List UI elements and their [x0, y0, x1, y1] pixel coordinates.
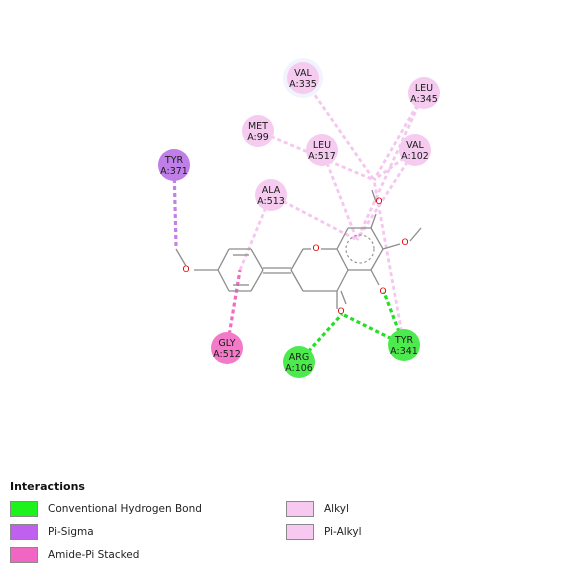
residue-number: A:106 [285, 363, 313, 374]
residue-number: A:371 [160, 166, 188, 177]
legend-swatch [10, 524, 38, 540]
residue-circle [399, 134, 431, 166]
interaction-line-alkyl [372, 92, 426, 181]
ligand-structure: O O O O O O [175, 189, 422, 317]
residue-name: ARG [289, 352, 309, 363]
oxygen-atom-label: O [379, 287, 386, 297]
residue-name: LEU [313, 140, 331, 151]
legend-swatch [10, 501, 38, 517]
residue-circle [255, 179, 287, 211]
aromatic-ring-indicator [345, 234, 375, 264]
residue-circle [306, 134, 338, 166]
ligand-bond [370, 227, 384, 250]
legend-label: Alkyl [324, 503, 349, 515]
interaction-line-amide-pi [225, 269, 242, 349]
residue-circle [283, 346, 315, 378]
residue-number: A:99 [247, 132, 269, 143]
interaction-lines [172, 77, 426, 364]
residue-name: LEU [415, 83, 433, 94]
ligand-bond [371, 189, 377, 203]
legend-swatch [10, 547, 38, 563]
residue-circle [287, 62, 319, 94]
oxygen-atom-label: O [401, 238, 408, 248]
legend-item-pi-alkyl: Pi-Alkyl [286, 523, 362, 541]
ligand-bond [290, 269, 304, 292]
legend-item-pi-sigma: Pi-Sigma [10, 523, 94, 541]
ligand-bond [370, 269, 380, 286]
residue-number: A:513 [257, 196, 285, 207]
residue-circle [408, 77, 440, 109]
legend-title: Interactions [10, 480, 85, 493]
ligand-bond [217, 269, 230, 292]
ligand-bond [336, 227, 349, 250]
ligand-bond [217, 248, 230, 271]
legend-label: Pi-Sigma [48, 526, 94, 538]
residue-circle [388, 329, 420, 361]
ligand-bond [340, 290, 347, 305]
ligand-bond [370, 213, 377, 229]
residue-number: A:512 [213, 349, 241, 360]
residue-number: A:341 [390, 346, 418, 357]
residue-name: VAL [294, 68, 312, 79]
legend-item-alkyl: Alkyl [286, 500, 349, 518]
ligand-bond [409, 227, 422, 242]
legend-item-hydrogen-bond: Conventional Hydrogen Bond [10, 500, 202, 518]
legend-label: Pi-Alkyl [324, 526, 362, 538]
ligand-bond [175, 248, 187, 267]
residue-number: A:102 [401, 151, 429, 162]
residue-name: MET [248, 121, 268, 132]
residue-name: TYR [164, 155, 184, 166]
oxygen-atom-label: O [337, 307, 344, 317]
legend-label: Amide-Pi Stacked [48, 549, 140, 561]
interaction-line-pi-alkyl [270, 193, 358, 242]
legend-swatch [286, 501, 314, 517]
residue-circle [158, 149, 190, 181]
residue-number: A:345 [410, 94, 438, 105]
oxygen-atom-label: O [312, 244, 319, 254]
ligand-bond [370, 248, 384, 271]
residue-circle [211, 332, 243, 364]
legend-label: Conventional Hydrogen Bond [48, 503, 202, 515]
ligand-bond [250, 269, 264, 292]
interaction-line-pi-alkyl [320, 149, 359, 241]
interaction-line-h-bond [341, 312, 405, 347]
ligand-bond [250, 248, 264, 271]
ligand-bond [382, 243, 401, 250]
legend-swatch [286, 524, 314, 540]
residue-number: A:517 [308, 151, 336, 162]
oxygen-atom-label: O [182, 265, 189, 275]
residue-circle [242, 115, 274, 147]
residue-number: A:335 [289, 79, 317, 90]
ligand-bond [336, 269, 349, 292]
ligand-bond [336, 248, 349, 271]
residue-name: VAL [406, 140, 424, 151]
oxygen-atom-label: O [375, 197, 382, 207]
legend: Interactions Conventional Hydrogen Bond … [10, 480, 550, 570]
interaction-line-pi-alkyl [355, 149, 417, 241]
residue-name: ALA [262, 185, 281, 196]
residue-name: GLY [218, 338, 235, 349]
legend-item-amide-pi: Amide-Pi Stacked [10, 546, 139, 564]
residue-name: TYR [394, 335, 414, 346]
ligand-bond [290, 248, 304, 271]
